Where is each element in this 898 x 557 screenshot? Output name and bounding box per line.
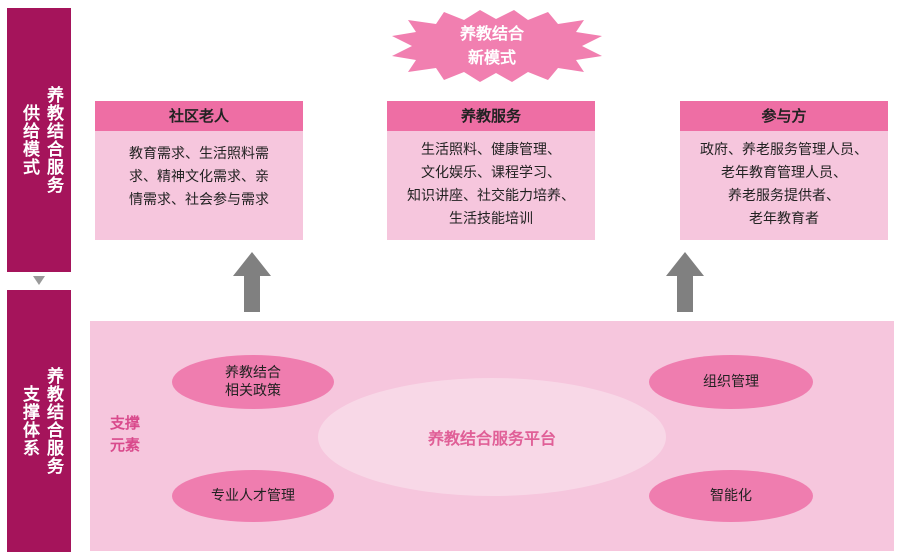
care-education-services-body: 生活照料、健康管理、 文化娱乐、课程学习、 知识讲座、社交能力培养、 生活技能培… [387, 131, 595, 231]
smart-label: 智能化 [710, 488, 752, 504]
box-line: 老年教育者 [749, 211, 819, 227]
box-line: 生活技能培训 [449, 211, 533, 227]
box-line: 文化娱乐、课程学习、 [421, 165, 561, 181]
care-education-services-title: 养教服务 [387, 101, 595, 131]
policy-label-line2: 相关政策 [225, 383, 281, 399]
service-platform-ellipse: 养教结合服务平台 [318, 378, 666, 496]
organization-ellipse: 组织管理 [649, 355, 813, 409]
support-system-sidebar: 养教结合服务 支撑体系 [7, 290, 71, 552]
new-model-burst-shape [392, 10, 602, 82]
smart-ellipse: 智能化 [649, 470, 813, 522]
support-elements-label: 支撑 元素 [110, 412, 140, 456]
support-system-label-line1: 养教结合服务 [43, 367, 63, 475]
down-arrow-icon [33, 276, 45, 285]
participants-box: 参与方 政府、养老服务管理人员、 老年教育管理人员、 养老服务提供者、 老年教育… [680, 101, 888, 240]
box-line: 养老服务提供者、 [728, 188, 840, 204]
policy-ellipse: 养教结合 相关政策 [172, 355, 334, 409]
talent-label: 专业人才管理 [211, 488, 295, 504]
box-line: 教育需求、生活照料需 [129, 146, 269, 162]
organization-label: 组织管理 [703, 374, 759, 390]
supply-mode-label-line2: 供给模式 [19, 104, 39, 176]
up-arrow-icon [666, 252, 704, 312]
community-elderly-title: 社区老人 [95, 101, 303, 131]
supply-mode-sidebar: 养教结合服务 供给模式 [7, 8, 71, 272]
community-elderly-box: 社区老人 教育需求、生活照料需 求、精神文化需求、亲 情需求、社会参与需求 [95, 101, 303, 240]
up-arrow-icon [233, 252, 271, 312]
care-education-services-box: 养教服务 生活照料、健康管理、 文化娱乐、课程学习、 知识讲座、社交能力培养、 … [387, 101, 595, 240]
participants-body: 政府、养老服务管理人员、 老年教育管理人员、 养老服务提供者、 老年教育者 [680, 131, 888, 231]
support-elements-label-line2: 元素 [110, 436, 141, 454]
supply-mode-label-line1: 养教结合服务 [43, 86, 63, 194]
participants-title: 参与方 [680, 101, 888, 131]
new-model-title-line2: 新模式 [467, 48, 516, 67]
policy-label-line1: 养教结合 [225, 365, 281, 381]
support-system-label-line2: 支撑体系 [19, 385, 39, 457]
new-model-title-line1: 养教结合 [459, 24, 524, 43]
new-model-title: 养教结合 新模式 [352, 22, 632, 70]
box-line: 政府、养老服务管理人员、 [700, 142, 868, 158]
box-line: 老年教育管理人员、 [721, 165, 847, 181]
box-line: 知识讲座、社交能力培养、 [407, 188, 575, 204]
box-line: 生活照料、健康管理、 [421, 142, 561, 158]
talent-ellipse: 专业人才管理 [172, 470, 334, 522]
support-elements-label-line1: 支撑 [110, 414, 141, 432]
service-platform-label: 养教结合服务平台 [427, 429, 556, 448]
box-line: 情需求、社会参与需求 [129, 192, 269, 208]
community-elderly-body: 教育需求、生活照料需 求、精神文化需求、亲 情需求、社会参与需求 [95, 131, 303, 212]
box-line: 求、精神文化需求、亲 [129, 169, 269, 185]
